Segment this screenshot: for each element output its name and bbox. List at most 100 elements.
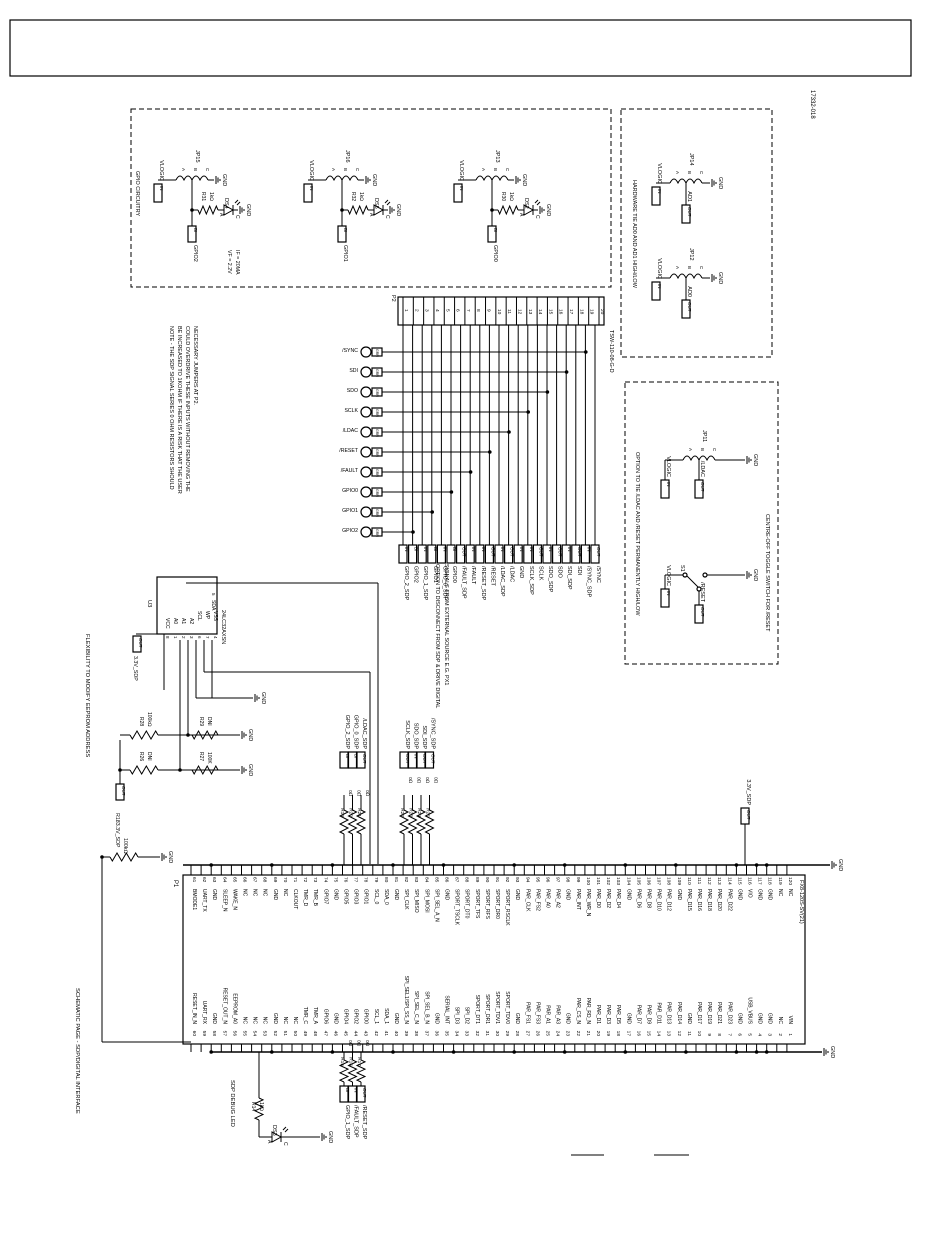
JP16-port-port-label: GPIO1 bbox=[342, 245, 348, 262]
p1-pin-name: SPORT_RFS bbox=[484, 889, 490, 920]
gnd-label: GND bbox=[837, 859, 843, 871]
JP13-jumper-c: C bbox=[505, 168, 510, 172]
junction-dot bbox=[754, 1050, 759, 1054]
r26-supply-port bbox=[115, 783, 125, 801]
p1-pin-name: GPIO2 bbox=[353, 1009, 359, 1025]
R19-resistor bbox=[338, 809, 350, 835]
p2-port-3-port-label: GPIO1 bbox=[432, 566, 438, 583]
testpoint-label: /RESET bbox=[339, 448, 359, 454]
p1-pin-name: GND bbox=[393, 1013, 399, 1025]
junction-dot bbox=[764, 863, 769, 867]
testpoint-tag-label: GRN bbox=[375, 389, 379, 397]
JP16-jumper-a: A bbox=[331, 168, 336, 171]
testpoint-circle bbox=[360, 346, 372, 358]
R19-sdp-port-tag: BI bbox=[345, 754, 350, 758]
p2-port-14-port-tag: OUT bbox=[538, 547, 543, 557]
p1-pin-num: 4 bbox=[757, 1033, 763, 1036]
junction-dot bbox=[209, 1050, 213, 1054]
p2-port-5-port-label: GPIO0 bbox=[451, 566, 457, 583]
R25-sdp-port-tag: OUT bbox=[431, 754, 436, 764]
p1-pin-name: PAR_D20 bbox=[716, 889, 722, 911]
p1-pin-num: 60 bbox=[191, 1031, 197, 1037]
p1-pin-num: 86 bbox=[444, 877, 450, 883]
gnd-label: GND bbox=[260, 692, 266, 704]
p1-pin-num: 52 bbox=[272, 1031, 278, 1037]
p1-pin-name: SPI_SEL_C_N bbox=[413, 991, 419, 1024]
JP16-jumper bbox=[341, 175, 359, 182]
testpoint-label: GPIO2 bbox=[342, 528, 358, 534]
p1-pin-num: 24 bbox=[555, 1031, 561, 1037]
R30-ref: R30 bbox=[500, 192, 506, 201]
p2-pin-num: 17 bbox=[568, 309, 574, 315]
p1-pin-num: 31 bbox=[484, 1031, 490, 1037]
p1-pin-num: 29 bbox=[504, 1031, 510, 1037]
gnd-label: GND bbox=[752, 454, 758, 466]
testpoint-tag-label: GRN bbox=[375, 409, 379, 417]
testpoint-tag-label: GRN bbox=[375, 369, 379, 377]
p1-pin-num: 5 bbox=[747, 1033, 753, 1036]
p1-pin-name: GND bbox=[393, 889, 399, 901]
p2-pin-num: 15 bbox=[547, 309, 553, 315]
JP15-jumper-a: A bbox=[181, 168, 186, 171]
p1-pin-num: 74 bbox=[322, 877, 328, 883]
p1-pin-num: 10 bbox=[696, 1031, 702, 1037]
testpoint-circle bbox=[360, 406, 372, 418]
p1-pin-name: NC bbox=[777, 889, 783, 897]
DS2-led-ray bbox=[534, 199, 539, 204]
gnd-label: GND bbox=[829, 1046, 835, 1058]
testpoint-label: /FAULT bbox=[341, 468, 359, 474]
JP14-port-port bbox=[681, 204, 691, 224]
r28-resistor bbox=[129, 730, 159, 740]
p1-pin-name: PAR_A3 bbox=[555, 1005, 561, 1024]
p1-pin-num: 98 bbox=[565, 877, 571, 883]
jp11-vlogic-port-label: VLOGIC bbox=[665, 456, 671, 477]
p1-pin-name: UART_TX bbox=[201, 889, 207, 912]
option-tie-title: OPTION TO TIE /LDAC AND /RESET PERMANENT… bbox=[634, 452, 640, 616]
R25-sdp-port-label: /SYNC_SDP bbox=[430, 718, 436, 750]
p1-pin-name: PAR_D19 bbox=[706, 1002, 712, 1024]
testpoint-circle bbox=[360, 366, 372, 378]
p1-pin-num: 108 bbox=[666, 877, 672, 885]
p1-pin-num: 14 bbox=[656, 1031, 662, 1037]
p2-port-10-port-tag: IN bbox=[500, 547, 505, 552]
p2-port-11-port-label: /LDAC bbox=[509, 566, 515, 582]
u3-pin-num: 7 bbox=[205, 636, 210, 639]
p1-pin-num: 57 bbox=[221, 1031, 227, 1037]
u3-pin-num: 1 bbox=[173, 636, 178, 639]
r26-value: DNI bbox=[146, 752, 152, 761]
r29-resistor bbox=[191, 729, 219, 741]
u3-supply-label: 3.3V_SDP bbox=[132, 656, 138, 681]
junction-dot bbox=[562, 1050, 567, 1054]
p1-pin-name: GND bbox=[625, 1013, 631, 1025]
p2-port-5-port-tag: BI bbox=[452, 547, 457, 551]
p1-pin-name: UART_RX bbox=[201, 1001, 207, 1025]
p1-pin-name: PAR_D10 bbox=[656, 889, 662, 911]
p1-pin-name: SPI_SEL1/SPI_SS_N bbox=[403, 976, 409, 1025]
p2-port-17-port-label: SDI_SDP bbox=[566, 566, 572, 590]
p1-pin-num: 78 bbox=[363, 877, 369, 883]
p1-pin-num: 103 bbox=[615, 877, 621, 885]
p2-port-12-port-tag: IN bbox=[519, 547, 524, 552]
p1-pin-num: 36 bbox=[433, 1031, 439, 1037]
p1-pin-name: SPORT_TFS bbox=[474, 889, 480, 919]
p1-pin-name: GND bbox=[686, 1013, 692, 1025]
p1-pin-name: GND bbox=[757, 889, 763, 901]
p1-pin-num: 37 bbox=[423, 1031, 429, 1037]
p2-port-4-port-tag: IN bbox=[442, 547, 447, 552]
junction-dot bbox=[330, 1050, 335, 1054]
p1-pin-name: NC bbox=[262, 1017, 268, 1025]
JP12-jumper-b: B bbox=[687, 266, 692, 269]
R23-value: 0Ω bbox=[416, 777, 422, 784]
u3-pin-num: 3 bbox=[189, 636, 194, 639]
p1-pin-name: PAR_D0 bbox=[595, 889, 601, 908]
u3-part: 24LC32AXSN bbox=[220, 610, 226, 644]
junction-dot bbox=[270, 863, 274, 867]
R22-resistor bbox=[398, 809, 410, 835]
junction-dot bbox=[674, 863, 678, 867]
p1-pin-num: 22 bbox=[575, 1031, 581, 1037]
p1-pin-name: PAR_D9 bbox=[646, 1005, 652, 1024]
R16-ref: R16 bbox=[348, 1057, 354, 1066]
gnd-label: GND bbox=[395, 204, 401, 216]
p2-port-2-port-label: GPIO_1_SDP bbox=[422, 566, 428, 601]
p1-pin-num: 21 bbox=[585, 1031, 591, 1037]
